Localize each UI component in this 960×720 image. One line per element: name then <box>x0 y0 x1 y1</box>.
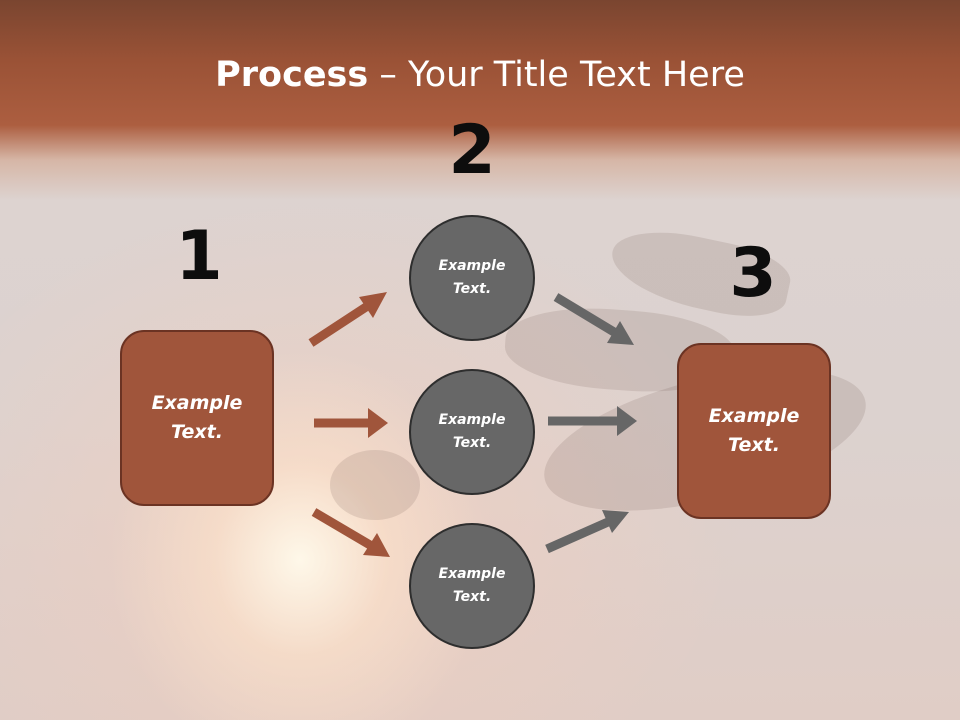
left-process-box: Example Text. <box>120 330 274 506</box>
left-box-label: Example Text. <box>151 392 243 443</box>
circle-bottom-label: Example Text. <box>438 566 506 605</box>
right-box-label: Example Text. <box>708 405 800 456</box>
arrow-bottom-to-right <box>545 510 629 554</box>
step-number-3: 3 <box>729 234 777 313</box>
slide-title: Process – Your Title Text Here <box>0 52 960 98</box>
circle-bottom: Example Text. <box>409 523 535 649</box>
circle-middle: Example Text. <box>409 369 535 495</box>
arrow-top-to-right <box>553 293 634 345</box>
circle-top-label: Example Text. <box>438 258 506 297</box>
circle-middle-label: Example Text. <box>438 412 506 451</box>
step-number-2: 2 <box>448 111 496 190</box>
arrow-middle-to-right <box>548 406 637 436</box>
title-bold: Process <box>215 55 369 95</box>
step-number-1: 1 <box>175 217 223 296</box>
title-rest: – Your Title Text Here <box>368 55 745 95</box>
arrow-left-to-bottom <box>311 508 390 557</box>
right-process-box: Example Text. <box>677 343 831 519</box>
circle-top: Example Text. <box>409 215 535 341</box>
arrow-left-to-middle <box>314 408 388 438</box>
arrow-left-to-top <box>308 292 387 347</box>
